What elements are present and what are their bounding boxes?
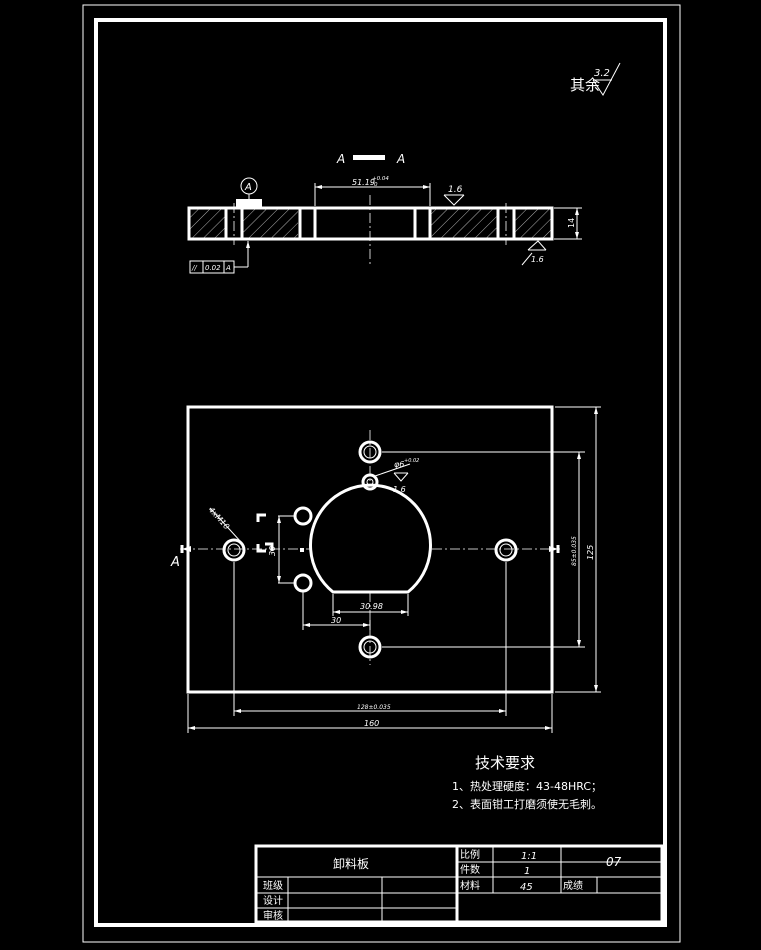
general-roughness-note: 其余 3.2 xyxy=(570,62,621,96)
dim-hole-pitch-horizontal: 128±0.035 xyxy=(357,704,391,711)
datum-label: A xyxy=(244,182,252,193)
section-label-right: A xyxy=(396,152,405,166)
review-label: 审核 xyxy=(263,909,283,922)
roughness-bottom-value: 1.6 xyxy=(531,255,544,264)
tech-req-item-1: 1、热处理硬度：43-48HRC； xyxy=(452,779,602,793)
pin-hole-dimension: φ6 xyxy=(394,460,404,469)
hatch-right xyxy=(430,208,552,239)
tech-req-item-2: 2、表面钳工打磨须使无毛刺。 xyxy=(452,797,602,811)
dim-total-height: 125 xyxy=(586,545,595,560)
datum-circle xyxy=(240,177,258,195)
scale-label: 比例 xyxy=(460,848,480,861)
bore-dimension: 51.19 xyxy=(352,178,375,187)
qty-label: 件数 xyxy=(460,863,480,876)
dim-total-width: 160 xyxy=(364,719,379,728)
dim-flat-width: 30.98 xyxy=(360,602,383,611)
section-label-left: A xyxy=(336,152,345,166)
thickness-dimension: 14 xyxy=(567,218,576,228)
small-hole-2 xyxy=(293,573,313,593)
roughness-top-icon xyxy=(443,194,465,206)
section-bar xyxy=(353,155,385,160)
section-outline xyxy=(187,206,554,241)
small-hole-1 xyxy=(293,506,313,526)
bolt-hole-left xyxy=(222,538,246,562)
scale-value: 1:1 xyxy=(521,851,537,862)
pin-hole-tolerance: +0.02 xyxy=(404,458,419,464)
inner-frame xyxy=(94,18,667,927)
drawing-number: 07 xyxy=(606,855,622,869)
bore-tolerance: +0.04 xyxy=(372,176,389,182)
part-name: 卸料板 xyxy=(333,856,369,871)
roughness-bottom-icon xyxy=(527,240,547,251)
roughness-symbol-icon xyxy=(592,62,621,96)
grade-label: 成绩 xyxy=(563,879,583,892)
material-value: 45 xyxy=(520,882,533,893)
outer-sheet-border xyxy=(82,4,681,943)
roughness-note-value: 3.2 xyxy=(594,68,610,79)
tolerance-frame xyxy=(189,260,235,274)
center-opening xyxy=(309,483,432,594)
hatch-left xyxy=(190,208,298,239)
tech-req-title: 技术要求 xyxy=(475,754,535,772)
technical-requirements: 技术要求 1、热处理硬度：43-48HRC； 2、表面钳工打磨须使无毛刺。 xyxy=(452,754,602,811)
roughness-hole-value: 1.6 xyxy=(393,485,406,494)
roughness-hole-icon xyxy=(393,472,409,482)
dim-hole-pitch-vertical: 85±0.035 xyxy=(571,536,578,566)
hole-spec-label: 4xM10 xyxy=(207,505,232,531)
title-block: 卸料板 比例 1:1 件数 1 材料 45 07 成绩 班级 设计 审核 xyxy=(254,844,664,924)
roughness-note-label: 其余 xyxy=(570,76,600,94)
tolerance-datum: A xyxy=(225,264,231,272)
pin-hole xyxy=(361,473,379,491)
bolt-hole-bottom xyxy=(358,635,382,659)
bore-tolerance-lower: 0 xyxy=(374,182,378,188)
material-label: 材料 xyxy=(460,879,480,892)
tolerance-value: 0.02 xyxy=(205,264,221,272)
section-view-a-a: A A A 51.19 +0.0 xyxy=(187,152,582,274)
bolt-hole-top xyxy=(358,440,382,464)
bolt-hole-right xyxy=(494,538,518,562)
class-label: 班级 xyxy=(263,880,283,892)
roughness-top-value: 1.6 xyxy=(448,185,463,195)
dim-short-vertical: 30 xyxy=(268,546,277,556)
section-mark-left: A xyxy=(170,555,180,570)
dim-flat-offset: 30 xyxy=(331,616,341,625)
design-label: 设计 xyxy=(263,894,283,907)
parallelism-symbol-icon: // xyxy=(191,264,197,272)
plan-view: A 4xM10 φ6 +0.02 1.6 xyxy=(170,405,601,733)
qty-value: 1 xyxy=(524,866,530,877)
